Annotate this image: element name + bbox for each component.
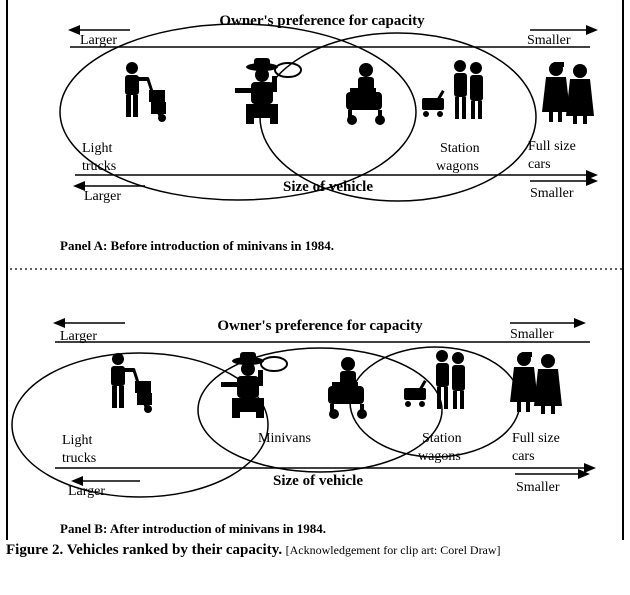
cowboy-with-lasso-icon — [220, 351, 288, 419]
full-size-cars-label-line1: Full size — [528, 139, 576, 154]
station-wagons-label-line1: Station — [422, 431, 462, 446]
arrow-left-icon — [53, 318, 65, 328]
light-trucks-label-line2: trucks — [62, 451, 96, 466]
couple-in-coats-icon — [542, 62, 594, 124]
figure-caption: Figure 2. Vehicles ranked by their capac… — [6, 541, 624, 560]
couple-in-coats-icon — [510, 352, 562, 414]
panel-b: Owner's preference for capacity Larger S… — [11, 318, 596, 536]
circle-station-wagons — [259, 32, 537, 202]
smaller-label-bottom: Smaller — [530, 186, 574, 201]
arrow-right-icon — [586, 25, 598, 35]
couple-with-stroller-icon — [422, 60, 483, 119]
figure-title: Figure 2. Vehicles ranked by their capac… — [6, 542, 283, 558]
light-trucks-label-line1: Light — [62, 433, 92, 448]
figure-frame — [6, 0, 624, 540]
arrow-right-icon — [578, 469, 590, 479]
vehicle-capacity-diagram: Owner's preference for capacity Larger S… — [10, 13, 622, 536]
family-with-stroller-icon — [328, 357, 367, 419]
light-trucks-label-line1: Light — [82, 141, 112, 156]
larger-label-top: Larger — [60, 329, 97, 344]
arrow-left-icon — [68, 25, 80, 35]
owner-preference-heading: Owner's preference for capacity — [219, 13, 425, 29]
circle-minivans — [197, 347, 443, 473]
couple-with-stroller-icon — [404, 350, 465, 409]
owner-preference-heading: Owner's preference for capacity — [217, 318, 423, 334]
arrow-left-icon — [73, 181, 85, 191]
smaller-label-top: Smaller — [527, 33, 571, 48]
station-wagons-label-line1: Station — [440, 141, 480, 156]
worker-with-handtruck-icon — [111, 353, 152, 413]
size-of-vehicle-heading: Size of vehicle — [283, 179, 373, 195]
larger-label-bottom: Larger — [84, 189, 121, 204]
size-of-vehicle-heading: Size of vehicle — [273, 473, 363, 489]
larger-label-bottom: Larger — [68, 484, 105, 499]
smaller-label-bottom: Smaller — [516, 480, 560, 495]
arrow-right-icon — [574, 318, 586, 328]
station-wagons-label-line2: wagons — [418, 449, 461, 464]
station-wagons-label-line2: wagons — [436, 159, 479, 174]
minivans-label: Minivans — [258, 431, 311, 446]
larger-label-top: Larger — [80, 33, 117, 48]
full-size-cars-label-line2: cars — [512, 449, 535, 464]
arrow-right-icon — [586, 176, 598, 186]
panel-a: Owner's preference for capacity Larger S… — [59, 13, 598, 253]
cowboy-with-lasso-icon — [234, 57, 302, 125]
smaller-label-top: Smaller — [510, 327, 554, 342]
panel-b-caption: Panel B: After introduction of minivans … — [60, 521, 326, 536]
panel-a-caption: Panel A: Before introduction of minivans… — [60, 238, 334, 253]
circle-light-trucks — [59, 23, 417, 201]
light-trucks-label-line2: trucks — [82, 159, 116, 174]
family-with-stroller-icon — [346, 63, 385, 125]
circle-light-trucks — [11, 352, 269, 498]
full-size-cars-label-line2: cars — [528, 157, 551, 172]
full-size-cars-label-line1: Full size — [512, 431, 560, 446]
worker-with-handtruck-icon — [125, 62, 166, 122]
arrow-left-icon — [71, 476, 83, 486]
clip-art-acknowledgement: [Acknowledgement for clip art: Corel Dra… — [285, 543, 501, 557]
arrow-right-icon — [584, 463, 596, 473]
